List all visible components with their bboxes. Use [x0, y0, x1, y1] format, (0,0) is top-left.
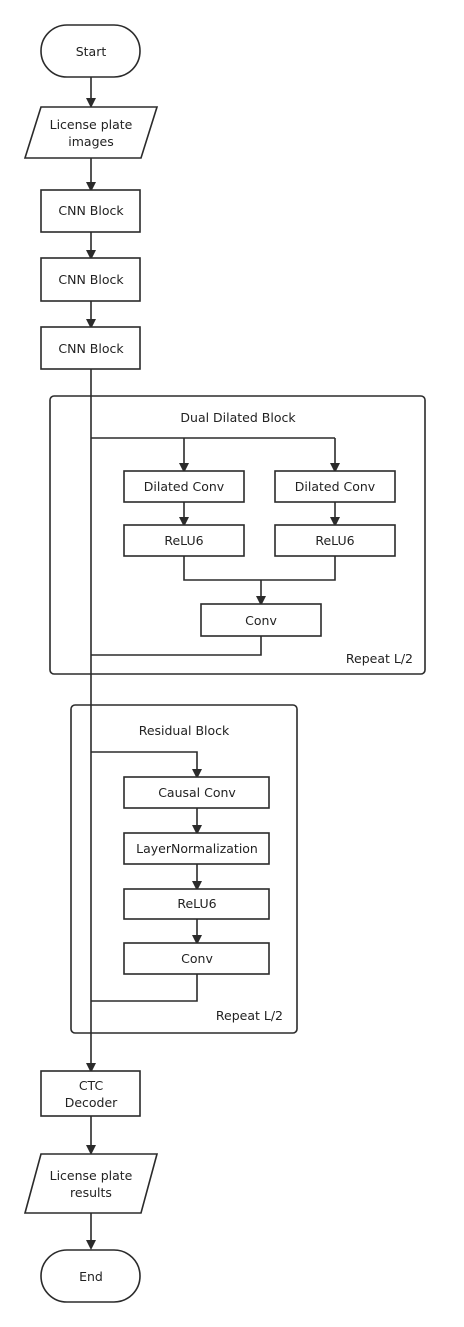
edges: [86, 77, 340, 1250]
causal-conv-label: Causal Conv: [158, 785, 236, 800]
relu6-right-label: ReLU6: [315, 533, 354, 548]
residual-block-title: Residual Block: [139, 723, 230, 738]
cnn-block-1-node: CNN Block: [40, 189, 141, 233]
cnn-block-2-label: CNN Block: [58, 272, 124, 287]
relu6-left-label: ReLU6: [164, 533, 203, 548]
dilated-conv-right-label: Dilated Conv: [295, 479, 376, 494]
edge-relu-merge: [183, 556, 336, 581]
layer-normalization-label: LayerNormalization: [136, 841, 258, 856]
residual-relu6-node: ReLU6: [123, 888, 270, 920]
causal-conv-node: Causal Conv: [123, 776, 270, 809]
residual-relu6-label: ReLU6: [177, 896, 216, 911]
dilated-conv-left-label: Dilated Conv: [144, 479, 225, 494]
cnn-block-2-node: CNN Block: [40, 257, 141, 302]
dual-conv-label: Conv: [245, 613, 277, 628]
cnn-block-3-label: CNN Block: [58, 341, 124, 356]
start-node: Start: [40, 24, 141, 78]
input-node: License plate images: [23, 106, 159, 159]
edge-conv-return: [91, 636, 262, 656]
output-label-line2: results: [70, 1185, 112, 1200]
end-label: End: [79, 1269, 103, 1284]
dual-dilated-repeat-label: Repeat L/2: [346, 651, 413, 666]
cnn-block-1-label: CNN Block: [58, 203, 124, 218]
cnn-block-3-node: CNN Block: [40, 326, 141, 370]
dilated-conv-left-node: Dilated Conv: [123, 470, 245, 503]
residual-conv-label: Conv: [181, 951, 213, 966]
dilated-conv-right-node: Dilated Conv: [274, 470, 396, 503]
edge-residual-entry: [91, 751, 202, 779]
dual-conv-node: Conv: [200, 603, 322, 637]
input-label-line1: License plate: [50, 117, 133, 132]
relu6-right-node: ReLU6: [274, 524, 396, 557]
dual-dilated-block-group: [49, 395, 426, 675]
end-node: End: [40, 1249, 141, 1303]
start-label: Start: [76, 44, 107, 59]
edge-residual-return: [91, 974, 198, 1002]
residual-conv-node: Conv: [123, 942, 270, 975]
dual-dilated-block-title: Dual Dilated Block: [180, 410, 296, 425]
layer-normalization-node: LayerNormalization: [123, 832, 270, 865]
residual-block-group: [70, 704, 298, 1034]
relu6-left-node: ReLU6: [123, 524, 245, 557]
output-label-line1: License plate: [50, 1168, 133, 1183]
ctc-decoder-node: CTC Decoder: [40, 1070, 141, 1117]
output-node: License plate results: [23, 1153, 159, 1214]
ctc-decoder-label-line1: CTC: [79, 1078, 104, 1093]
ctc-decoder-label-line2: Decoder: [65, 1095, 118, 1110]
residual-repeat-label: Repeat L/2: [216, 1008, 283, 1023]
input-label-line2: images: [68, 134, 113, 149]
